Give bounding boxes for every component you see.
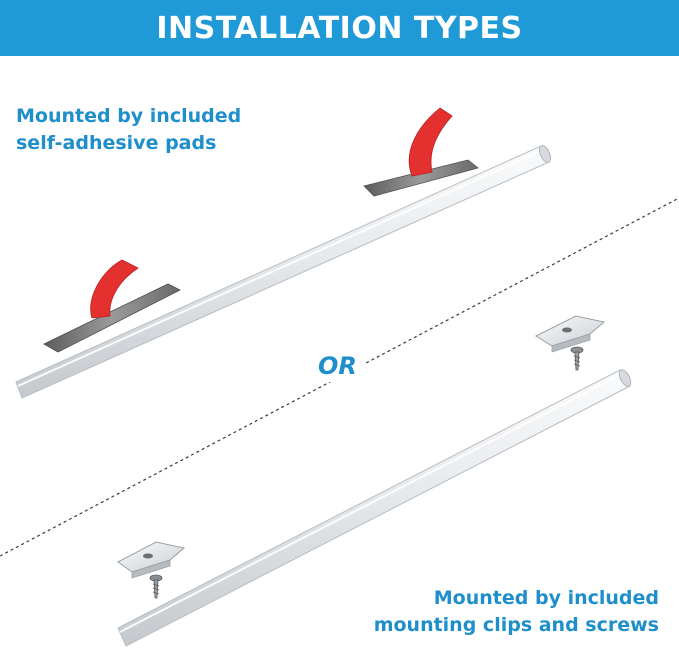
clips-caption-line-1: Mounted by included xyxy=(433,587,659,609)
adhesive-rod xyxy=(15,145,552,399)
header-banner: INSTALLATION TYPES xyxy=(0,0,679,56)
screw-right xyxy=(570,346,584,371)
red-liner-tab-bottom xyxy=(90,259,139,319)
or-background xyxy=(312,348,364,382)
or-label: OR xyxy=(318,352,357,380)
mounting-clip-left xyxy=(117,541,186,579)
adhesive-caption-line-1: Mounted by included xyxy=(16,105,242,127)
page-title: INSTALLATION TYPES xyxy=(156,10,523,46)
clips-caption: Mounted by included mounting clips and s… xyxy=(374,585,659,639)
screw-left xyxy=(149,574,163,599)
mounting-clip-right xyxy=(534,315,606,353)
red-liner-tab-top xyxy=(408,107,453,177)
adhesive-caption: Mounted by included self-adhesive pads xyxy=(16,103,241,157)
clips-caption-line-2: mounting clips and screws xyxy=(373,614,659,636)
adhesive-pad-bottom xyxy=(43,259,181,353)
adhesive-pad-top xyxy=(363,107,479,197)
clip-mounted-rod xyxy=(117,369,632,647)
dashed-separator-line xyxy=(0,197,679,557)
adhesive-caption-line-2: self-adhesive pads xyxy=(16,132,217,154)
